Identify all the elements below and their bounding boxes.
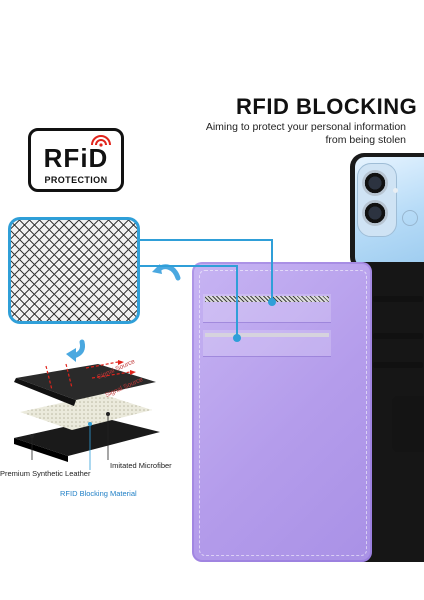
material-layers-illustration xyxy=(14,360,160,470)
wallet-stitching xyxy=(199,270,367,556)
label-rfid-blocking-material: RFID Blocking Material xyxy=(60,489,137,498)
rfid-protection-badge: RFiD PROTECTION xyxy=(28,128,124,192)
rfid-mesh-swatch xyxy=(8,217,140,324)
connector-line-v1 xyxy=(271,239,273,301)
card-slot-lining xyxy=(205,333,329,337)
camera-lens-icon xyxy=(362,170,388,196)
connector-dot xyxy=(233,334,241,342)
phone-logo-icon xyxy=(402,210,418,226)
label-premium-leather: Premium Synthetic Leather xyxy=(0,469,91,478)
signal-wave-icon xyxy=(91,135,111,147)
curved-arrow-down-icon xyxy=(66,339,85,362)
rfid-lining-strip xyxy=(205,296,329,302)
curved-arrow-left-icon xyxy=(152,264,181,281)
connector-line-v2 xyxy=(236,265,238,338)
subtitle-line-2: from being stolen xyxy=(325,134,406,146)
badge-logo-text: RFiD xyxy=(43,143,109,173)
connector-line-h1 xyxy=(140,265,237,267)
page-title: RFID BLOCKING xyxy=(236,94,418,119)
connector-line-h2 xyxy=(140,239,272,241)
wallet-interior xyxy=(192,262,372,562)
badge-sub-text: PROTECTION xyxy=(44,175,108,185)
subtitle-line-1: Aiming to protect your personal informat… xyxy=(205,121,406,133)
right-card-slot-2 xyxy=(373,333,423,339)
page-subtitle: Aiming to protect your personal informat… xyxy=(196,121,406,147)
magnetic-clasp xyxy=(392,396,424,452)
camera-lens-icon xyxy=(362,200,388,226)
connector-dot xyxy=(268,298,276,306)
flash-icon xyxy=(393,188,398,193)
right-card-slot-3 xyxy=(373,362,423,368)
label-imitated-microfiber: Imitated Microfiber xyxy=(110,461,172,470)
right-card-slot-1 xyxy=(373,296,423,302)
